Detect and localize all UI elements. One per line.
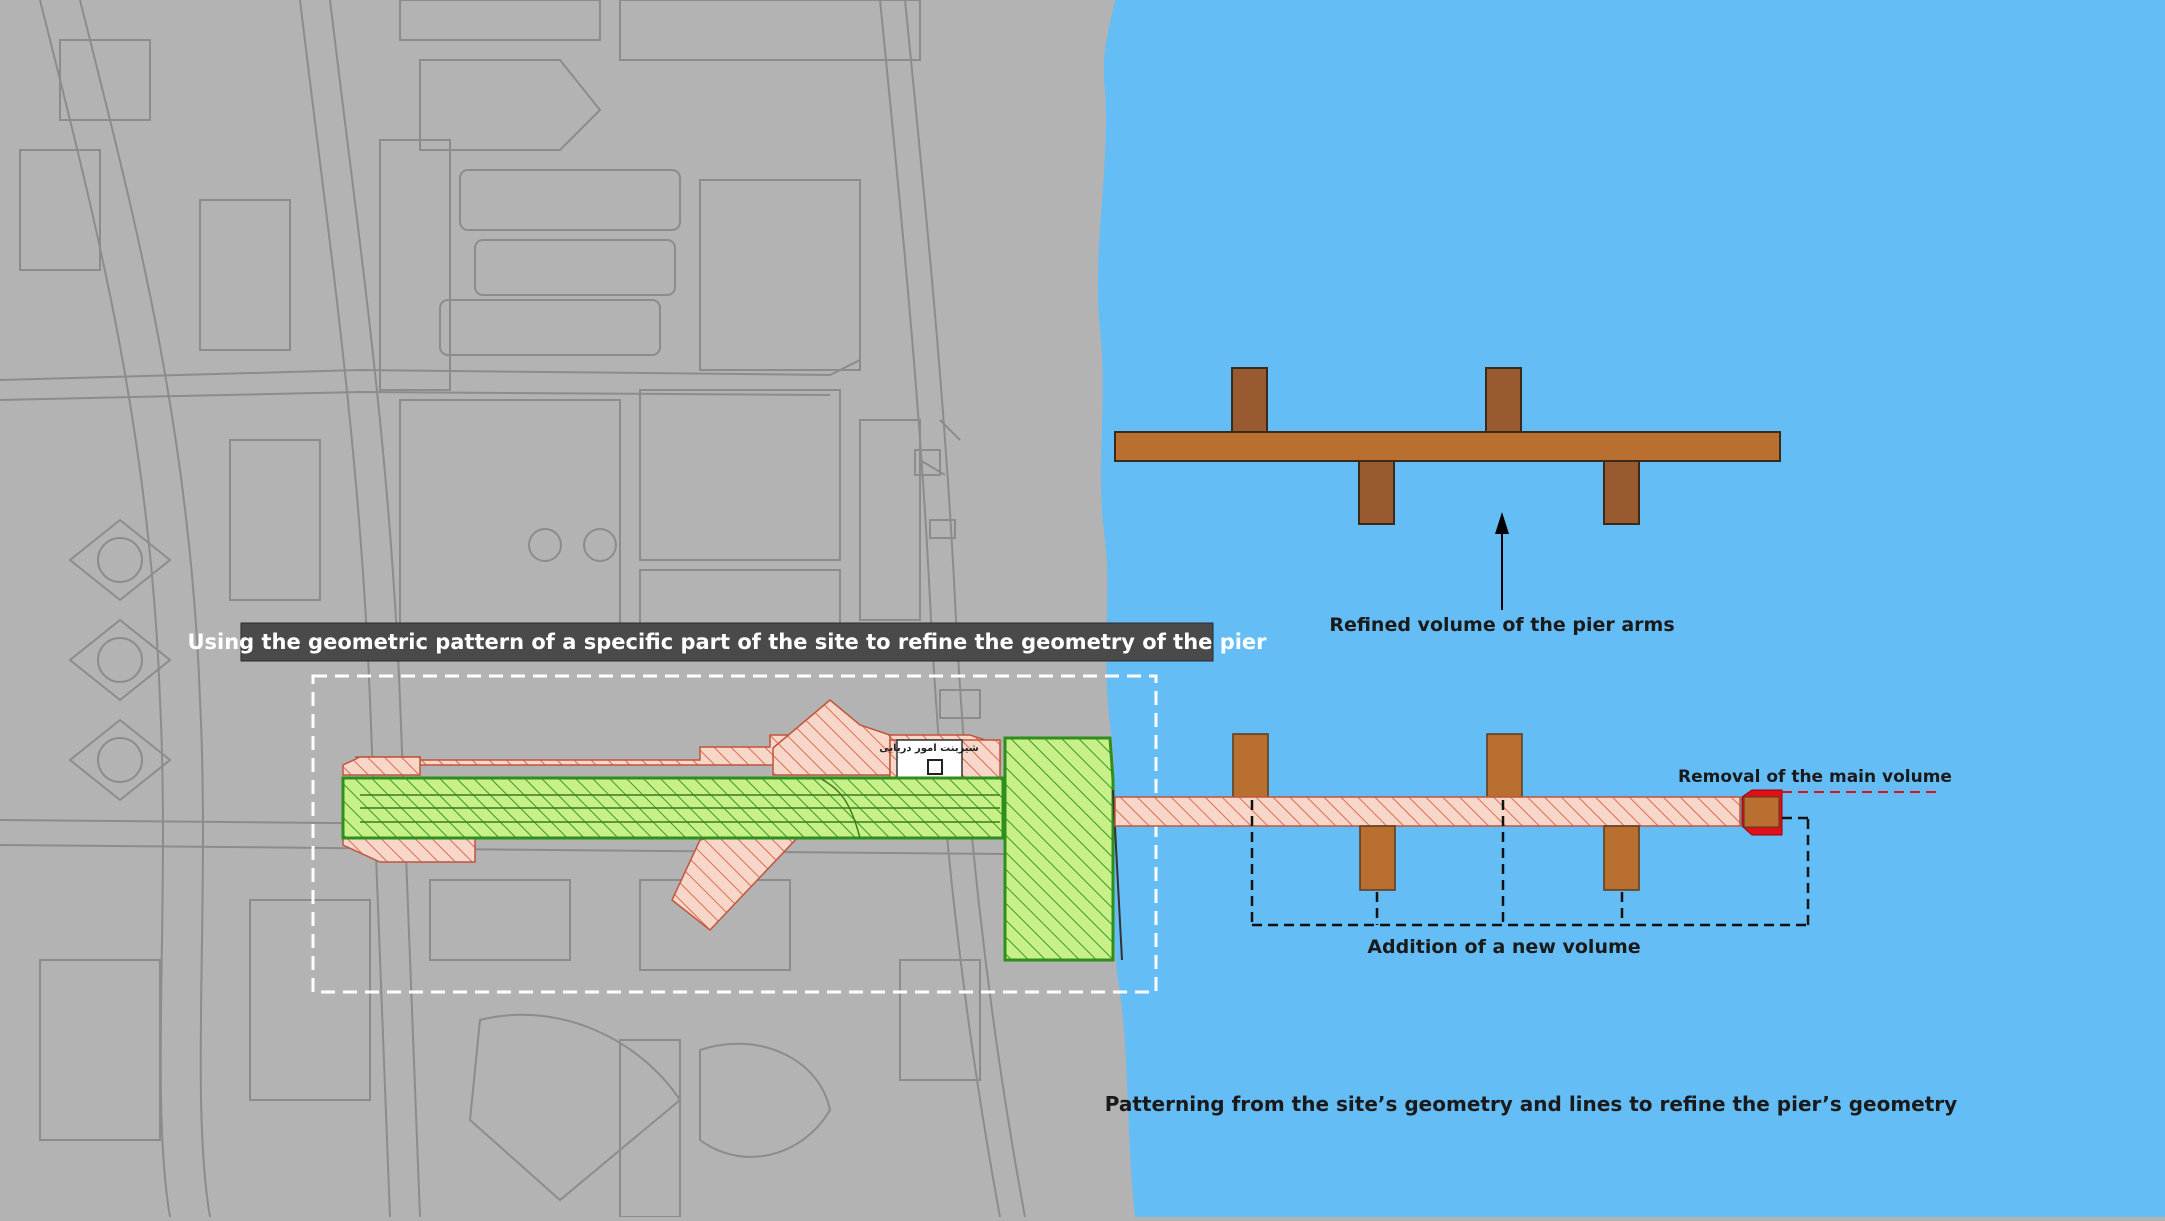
bottom-caption: Patterning from the site’s geometry and … <box>1105 1092 1957 1116</box>
refined-arrow-head <box>1495 512 1509 534</box>
modified-arm-1 <box>1232 733 1269 799</box>
addition-label: Addition of a new volume <box>1367 936 1640 958</box>
refined-arm-4 <box>1603 460 1640 525</box>
pattern-caption-box <box>240 622 1214 662</box>
refined-arm-2 <box>1485 367 1522 434</box>
green-body-lines <box>360 777 1000 839</box>
hatched-pier-deck <box>1114 796 1741 827</box>
refined-pier-deck <box>1114 431 1781 462</box>
modified-arm-2 <box>1486 733 1523 799</box>
refined-pier-diagram <box>1114 367 1781 525</box>
refined-arm-1 <box>1231 367 1268 434</box>
pattern-caption: Using the geometric pattern of a specifi… <box>187 630 1267 654</box>
addition-bracket <box>1250 800 1810 927</box>
refined-arm-3 <box>1358 460 1395 525</box>
modified-arm-3 <box>1359 825 1396 891</box>
removed-volume-core <box>1743 796 1780 828</box>
site-pattern-selection-frame <box>311 674 1158 994</box>
removal-label: Removal of the main volume <box>1678 767 1952 787</box>
site-map-linework <box>0 0 1111 1218</box>
green-pier-head <box>1003 736 1115 962</box>
refined-arms-label: Refined volume of the pier arms <box>1329 614 1674 636</box>
building-icon <box>927 759 943 775</box>
modified-pier-diagram <box>1114 733 1783 891</box>
modified-arm-4 <box>1603 825 1640 891</box>
sea-area <box>1097 0 2165 1217</box>
building-label: شیرینت امور دریایی <box>879 743 979 754</box>
